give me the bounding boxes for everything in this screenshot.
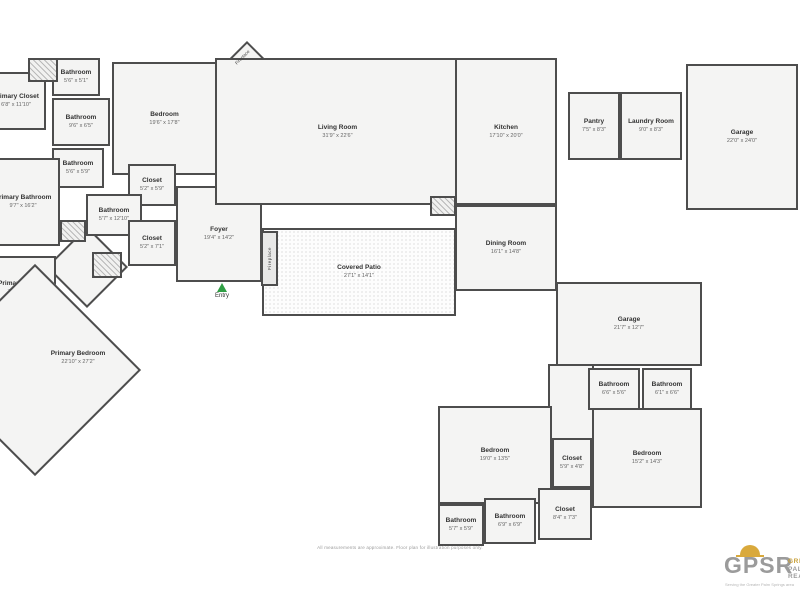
room-label: Closet <box>142 177 162 185</box>
room-label: Closet <box>562 455 582 463</box>
logo-word-2: PALM SPRINGS <box>788 565 800 573</box>
room-label: Bathroom <box>60 69 92 77</box>
room-dims: 9'6" x 6'5" <box>68 123 94 130</box>
logo-acronym: GPSR <box>724 552 794 578</box>
room-dims: 19'4" x 14'2" <box>203 235 235 242</box>
hatched-fixture <box>28 58 58 82</box>
room-label: Bathroom <box>65 114 97 122</box>
room-label: Bathroom <box>651 381 683 389</box>
room-primary-bedroom <box>0 263 142 477</box>
room-dims: 6'1" x 6'6" <box>654 390 680 397</box>
room-dims: 17'10" x 20'0" <box>489 132 523 139</box>
room-dims: 31'9" x 22'6" <box>322 132 353 139</box>
room-dims: 22'0" x 24'0" <box>726 138 758 145</box>
room-label: Laundry Room <box>628 118 674 126</box>
room-dims: 5'6" x 5'9" <box>65 169 91 176</box>
room-label: Foyer <box>210 226 228 234</box>
room-dims: 5'9" x 4'8" <box>559 464 585 471</box>
room-dims: 5'7" x 12'10" <box>98 216 130 223</box>
room-label: Bathroom <box>598 381 630 389</box>
room-label: Closet <box>142 235 162 243</box>
room-label: Garage <box>730 129 754 137</box>
logo-word-3: REALTY <box>788 573 800 580</box>
room-dims: 16'1" x 14'8" <box>490 249 522 256</box>
disclaimer-text: All measurements are approximate. Floor … <box>317 545 483 550</box>
room-label: Bedroom <box>632 450 662 458</box>
room-dims: 9'7" x 16'2" <box>9 203 37 210</box>
room-dims: 6'9" x 6'9" <box>497 522 523 529</box>
room-dims: 9'0" x 8'3" <box>638 127 664 134</box>
room-label: Closet <box>555 506 575 514</box>
sun-palm-icon <box>736 545 764 557</box>
room-label: Primary Closet <box>0 93 39 101</box>
hatched-fixture <box>60 220 86 242</box>
room-dims: 5'2" x 7'1" <box>139 244 165 251</box>
room-label: Living Room <box>317 123 358 131</box>
room-dims: 27'1" x 14'1" <box>343 273 375 280</box>
hatched-fixture <box>430 196 456 216</box>
room-label: Garage <box>617 316 641 324</box>
room-label: Bathroom <box>494 513 526 521</box>
logo-wordmark: GREATER PALM SPRINGS REALTY <box>788 558 800 581</box>
logo-tagline: Serving the Greater Palm Springs area <box>725 582 794 587</box>
room-dims: 15'2" x 14'3" <box>631 459 663 466</box>
room-label: Bathroom <box>445 517 477 525</box>
room-dims: 19'6" x 17'8" <box>149 119 180 126</box>
room-dims: 8'4" x 7'3" <box>552 515 578 522</box>
brokerage-logo: GPSR GREATER PALM SPRINGS REALTY Serving… <box>716 540 800 598</box>
room-label: Primary Bathroom <box>0 194 52 202</box>
room-label: Dining Room <box>485 240 527 248</box>
room-dims: 6'8" x 11'10" <box>1 102 31 109</box>
hatched-fixture <box>92 252 122 278</box>
room-label: Bathroom <box>62 160 94 168</box>
room-dims: 21'7" x 12'7" <box>613 325 645 332</box>
room-label: Bathroom <box>98 207 130 215</box>
entry-marker-group: Entry <box>204 283 240 299</box>
fireplace-box: Fireplace <box>261 231 278 286</box>
room-dims: 7'5" x 8'3" <box>581 127 607 134</box>
entry-label: Entry <box>214 293 229 299</box>
room-dims: 19'0" x 13'5" <box>479 456 511 463</box>
room-dims: 6'6" x 5'6" <box>601 390 627 397</box>
room-dims: 5'6" x 5'1" <box>63 78 89 85</box>
room-label: Covered Patio <box>337 264 381 272</box>
room-dims: 5'7" x 5'9" <box>448 526 474 533</box>
fireplace-label: Fireplace <box>267 246 272 270</box>
room-label: Bedroom <box>150 110 179 118</box>
entry-arrow-icon <box>217 283 227 292</box>
room-label: Kitchen <box>494 123 518 131</box>
room-label: Primary Bedroom <box>50 350 106 358</box>
logo-word-1: GREATER <box>788 558 800 565</box>
room-dims: 5'2" x 5'9" <box>139 186 165 193</box>
room-dims: 22'10" x 27'2" <box>61 359 95 366</box>
room-label: Pantry <box>583 118 605 126</box>
room-label: Bedroom <box>480 447 510 455</box>
